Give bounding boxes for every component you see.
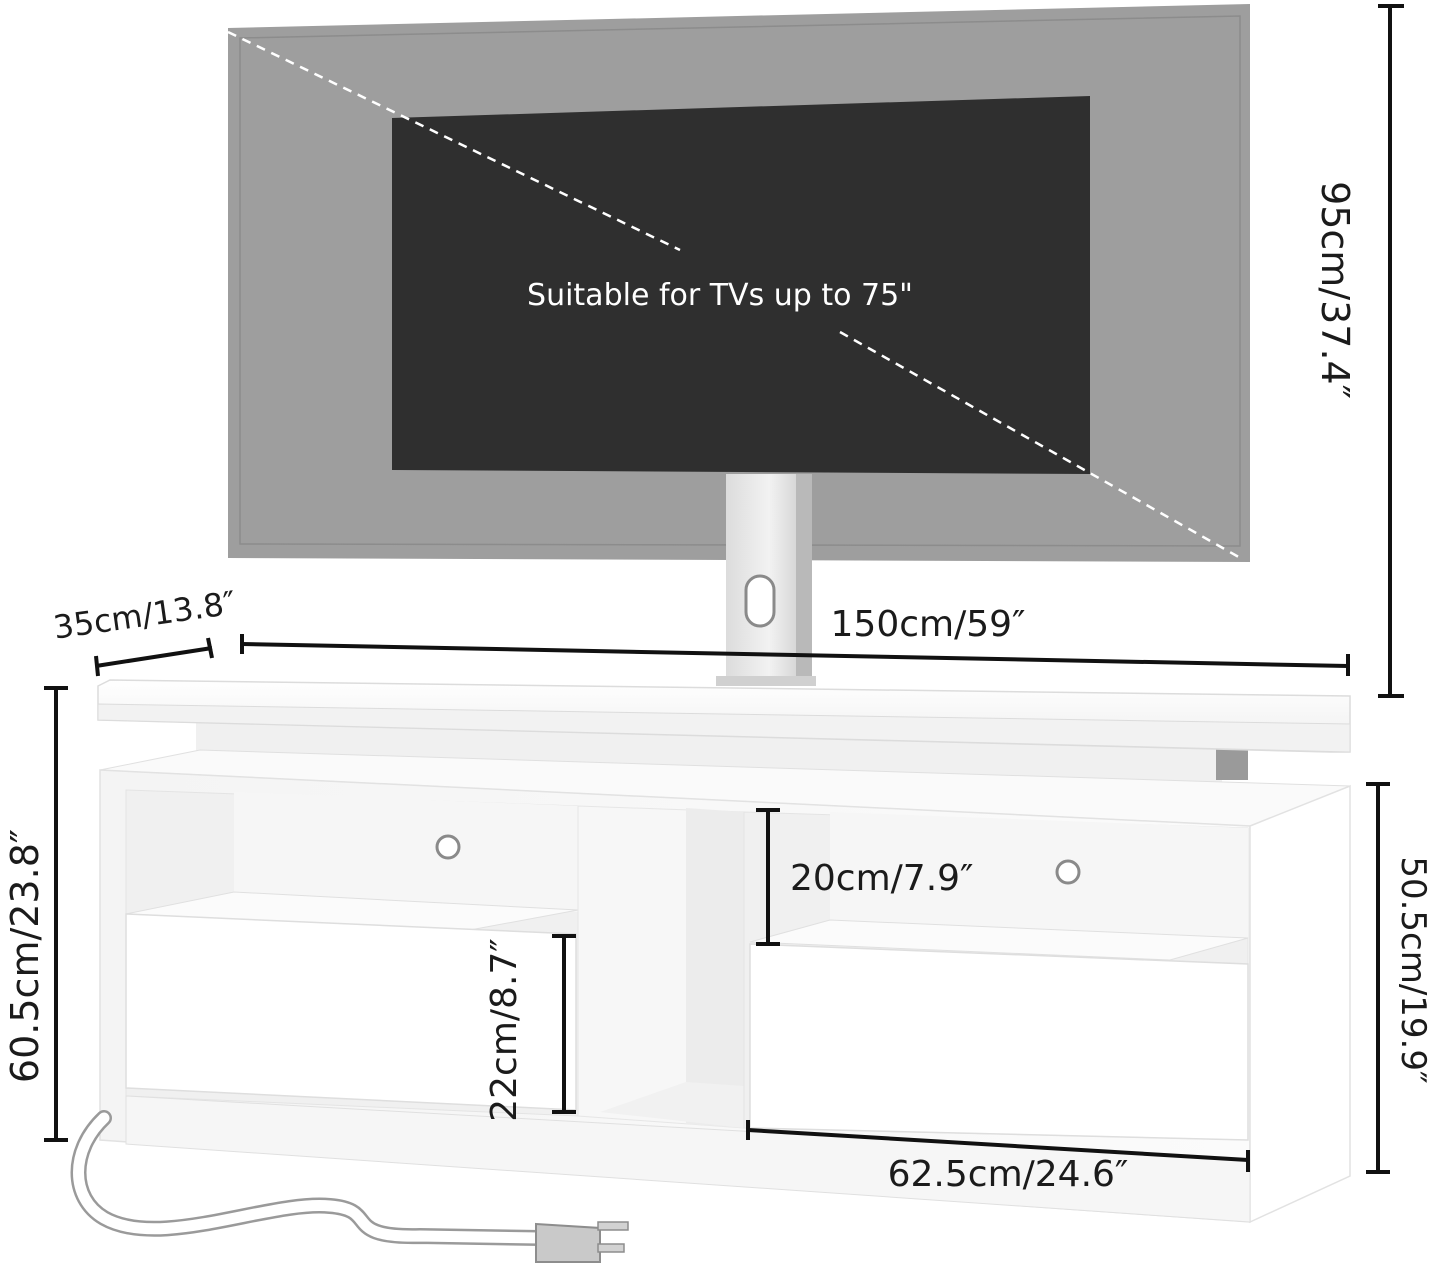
plug-icon [535, 1222, 601, 1263]
plug-prong-top [597, 1221, 629, 1231]
dimension-labels: 95cm/37.4″ 35cm/13.8″ 150cm/59″ 60.5cm/2… [3, 181, 1432, 1195]
cable-hole-icon [744, 574, 776, 628]
tv-stand-pole-edge [796, 474, 812, 686]
depth-label: 35cm/13.8″ [51, 584, 238, 647]
body-right-side [1249, 784, 1351, 1224]
upper-shelf-height-label: 20cm/7.9″ [790, 858, 974, 899]
drawer-width-line [747, 1128, 1249, 1162]
tv-stand-base [716, 676, 816, 686]
top-board-edge [97, 703, 1351, 753]
right-drawer[interactable] [749, 943, 1249, 1141]
left-cable-hole-icon [435, 834, 461, 860]
stand-height-label: 60.5cm/23.8″ [3, 829, 47, 1083]
left-shelf-back [234, 792, 578, 912]
drawer-height-label: 22cm/8.7″ [484, 938, 525, 1122]
drawer-width-label: 62.5cm/24.6″ [888, 1154, 1129, 1195]
tv-stand-cabinet [97, 679, 1351, 1224]
width-label: 150cm/59″ [831, 604, 1026, 645]
center-divider-inner [686, 808, 744, 1128]
center-bottom-shelf [600, 1082, 744, 1128]
tv-frame-inner-edge [239, 15, 1241, 547]
power-cord [70, 1110, 629, 1263]
width-line [241, 642, 1349, 668]
right-shelf-back [830, 812, 1248, 938]
tv-caption: Suitable for TVs up to 75" [527, 278, 913, 313]
tv-diagonal-line-lower [839, 330, 1245, 562]
tv-diagonal-line-upper [227, 30, 681, 252]
dimension-lines [44, 4, 1404, 1174]
cabinet-height-label: 50.5cm/19.9″ [1393, 856, 1432, 1083]
tv-screen [392, 96, 1090, 474]
right-cable-hole-icon [1055, 859, 1081, 885]
plug-prong-bottom [597, 1243, 625, 1253]
total-height-label: 95cm/37.4″ [1313, 181, 1357, 399]
depth-line [95, 646, 213, 668]
right-drawer-top [749, 919, 1249, 961]
television: Suitable for TVs up to 75" [227, 4, 1250, 686]
